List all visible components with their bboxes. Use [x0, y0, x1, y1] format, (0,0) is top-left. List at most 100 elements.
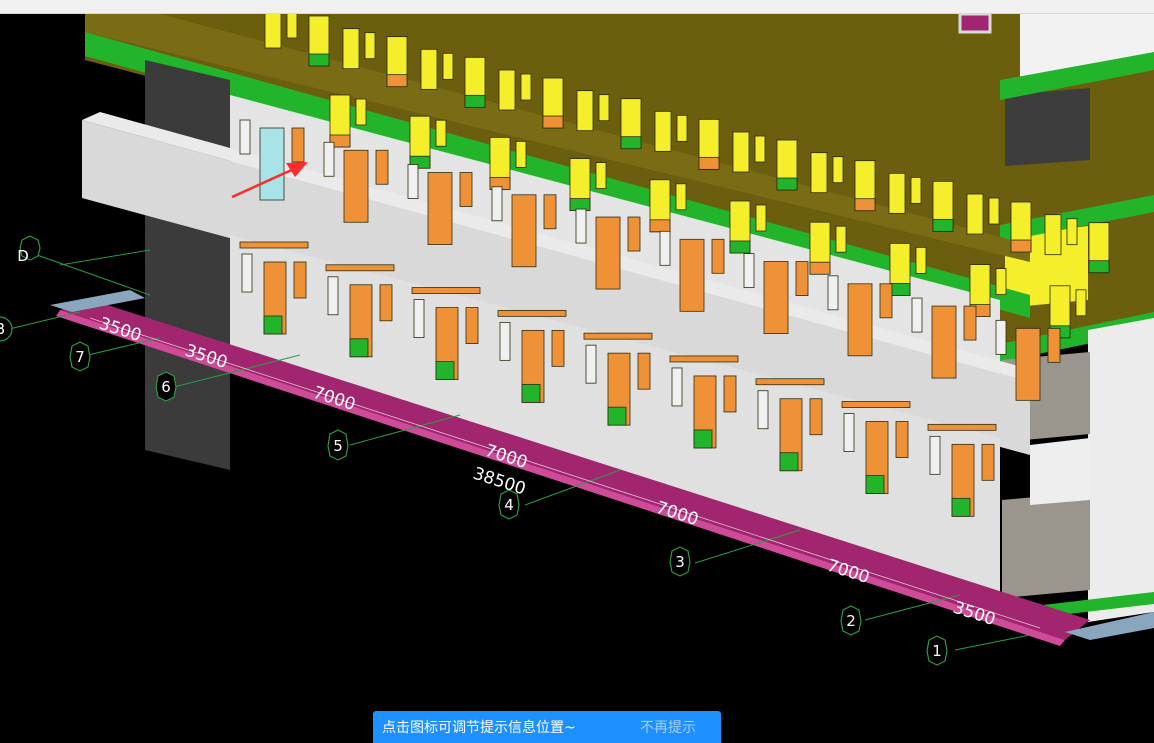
second-floor-door	[679, 238, 705, 312]
second-window-frame	[323, 141, 335, 177]
ground-lintel	[583, 332, 653, 340]
axis-bubble-6[interactable]: 6	[155, 371, 177, 402]
ground-floor-window	[637, 352, 651, 390]
second-window-frame	[575, 208, 587, 244]
upper-window-b-small	[355, 98, 367, 126]
building-3d-view[interactable]: D B 7 6 5 4 3	[0, 14, 1154, 743]
upper-window	[498, 69, 516, 111]
dark-stair-wall	[145, 60, 230, 470]
upper-green-band-2	[85, 14, 1030, 262]
upper-window-small	[832, 156, 844, 184]
second-floor-door	[511, 194, 537, 268]
second-floor-parapet-top	[82, 112, 1040, 382]
axis-bubble-2[interactable]: 2	[840, 605, 862, 636]
upper-window-b-sill	[889, 282, 911, 296]
second-floor-window	[711, 238, 725, 274]
second-floor-door	[343, 149, 369, 223]
axis-label-D: D	[17, 247, 29, 265]
axis-bubble-7[interactable]: 7	[69, 341, 91, 372]
axis-label-B: B	[0, 320, 5, 338]
second-floor-window	[543, 194, 557, 230]
ground-lintel	[239, 241, 309, 249]
upper-window	[732, 131, 750, 173]
upper-door-sill	[1010, 239, 1032, 253]
ground-lintel	[841, 401, 911, 408]
axis-bubble-5[interactable]: 5	[327, 429, 349, 461]
upper-windows-row-b	[329, 94, 1087, 339]
upper-window	[576, 90, 594, 132]
axis-bubble-B[interactable]: B	[0, 316, 13, 342]
upper-window-b-small	[435, 119, 447, 147]
dismiss-tip-button[interactable]: 不再提示	[640, 720, 696, 736]
ground-door-green	[607, 406, 627, 426]
upper-window-b-small	[595, 162, 607, 190]
axis-bubble-3[interactable]: 3	[669, 546, 691, 577]
upper-window	[966, 193, 984, 235]
second-floor-door	[595, 216, 621, 290]
second-floor-door	[931, 305, 957, 379]
ground-window-frame	[327, 276, 339, 316]
second-floor-window	[375, 149, 389, 185]
upper-window-small	[286, 14, 298, 39]
right-blue-slab	[1065, 612, 1154, 640]
upper-window-b-small	[515, 140, 527, 168]
upper-window-b-sill	[649, 219, 671, 233]
model-viewport[interactable]: D B 7 6 5 4 3	[0, 14, 1154, 743]
upper-door-sill	[698, 156, 720, 170]
axis-bubble-D[interactable]: D	[17, 235, 41, 265]
ground-door-green	[521, 383, 541, 403]
axis-bubble-1[interactable]: 1	[926, 635, 948, 666]
upper-door-sill	[854, 198, 876, 212]
upper-window	[264, 14, 282, 49]
ground-lintel	[411, 287, 481, 294]
axis-label-5: 5	[333, 437, 343, 455]
ground-floor-window	[723, 375, 737, 413]
axis-bubble-4[interactable]: 4	[498, 489, 520, 520]
upper-window	[810, 152, 828, 194]
second-floor-door	[427, 172, 453, 245]
axis-label-6: 6	[161, 378, 171, 396]
second-window-frame	[995, 319, 1007, 355]
second-window-frame	[407, 164, 419, 199]
axis-label-2: 2	[846, 612, 856, 630]
upper-window-small	[520, 73, 532, 101]
upper-window-small	[910, 176, 922, 204]
axis-label-1: 1	[932, 642, 942, 660]
upper-window	[1044, 214, 1062, 256]
upper-window-small	[364, 32, 376, 60]
grid-axis-lines	[4, 249, 1031, 651]
ground-lintel	[669, 355, 739, 363]
stone-panel-lower	[1002, 492, 1090, 598]
ground-floor-window	[981, 443, 995, 481]
base-slab	[60, 302, 1090, 640]
right-white-wall-low	[1088, 318, 1154, 622]
ground-lintel	[927, 423, 997, 431]
upper-window-small	[442, 52, 454, 80]
ground-floor-window	[895, 421, 909, 458]
tip-message[interactable]: 点击图标可调节提示信息位置~	[382, 720, 576, 736]
axis-label-7: 7	[75, 348, 85, 366]
ground-floor-windows	[239, 241, 997, 517]
upper-window	[888, 172, 906, 214]
upper-window-small	[1066, 218, 1078, 246]
second-floor-door	[763, 261, 789, 334]
tip-notification-bar[interactable]: 点击图标可调节提示信息位置~ 不再提示	[373, 711, 721, 743]
ground-window-frame	[241, 253, 253, 293]
second-floor-door	[259, 127, 285, 201]
ground-window-frame	[671, 367, 683, 407]
axis-label-4: 4	[504, 496, 514, 514]
upper-door-sill	[1088, 260, 1110, 274]
ground-floor-window	[379, 284, 393, 322]
ground-window-frame	[499, 321, 511, 361]
upper-door-sill	[620, 136, 642, 150]
upper-door-sill	[308, 53, 330, 67]
upper-window	[342, 28, 360, 70]
upper-window-small	[598, 94, 610, 122]
ground-door-green	[263, 315, 283, 335]
upper-window-b-sill	[729, 240, 751, 254]
left-blue-slab	[50, 290, 145, 312]
upper-window-small	[754, 135, 766, 163]
upper-window-b-small	[995, 268, 1007, 296]
right-green-band-top	[1000, 52, 1154, 100]
